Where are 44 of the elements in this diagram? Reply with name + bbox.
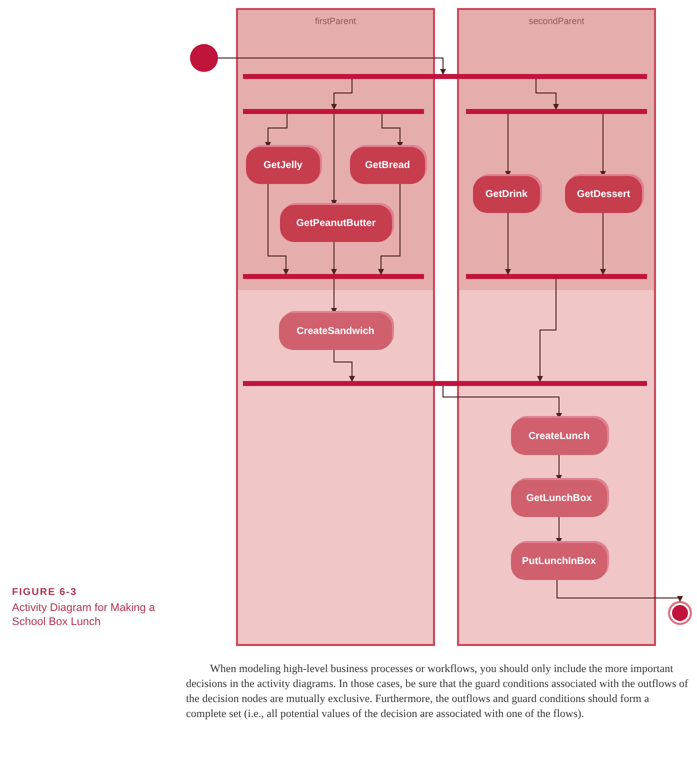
- action-node: GetLunchBox: [511, 480, 607, 517]
- arrow: [442, 386, 562, 419]
- arrow: [218, 58, 446, 75]
- arrow: [556, 454, 562, 481]
- arrow: [537, 278, 556, 382]
- arrow: [331, 242, 337, 275]
- action-node: CreateSandwich: [279, 313, 392, 350]
- fork-join-bar: [466, 274, 647, 279]
- fork-join-bar: [243, 274, 424, 279]
- fork-join-bar: [243, 109, 424, 114]
- arrow: [331, 78, 352, 110]
- arrow: [600, 114, 606, 177]
- arrow: [378, 184, 400, 275]
- action-node: GetDessert: [565, 176, 642, 213]
- arrow: [536, 78, 559, 110]
- arrow: [556, 516, 562, 544]
- arrow: [382, 114, 403, 148]
- action-node: CreateLunch: [511, 418, 607, 455]
- action-node: GetPeanutButter: [280, 205, 392, 242]
- arrow: [600, 212, 606, 275]
- lane-title: secondParent: [528, 16, 586, 26]
- arrow: [505, 212, 511, 275]
- arrow: [265, 114, 288, 148]
- lane-title: firstParent: [314, 16, 357, 26]
- arrow: [331, 114, 337, 206]
- action-node: GetJelly: [246, 147, 320, 184]
- swimlane: [457, 8, 656, 646]
- action-node: GetDrink: [473, 176, 540, 213]
- figure-number: FIGURE 6-3: [12, 587, 78, 598]
- fork-join-bar: [243, 381, 647, 386]
- arrow: [268, 184, 289, 275]
- fork-join-bar: [466, 109, 647, 114]
- action-node: GetBread: [350, 147, 425, 184]
- initial-node: [190, 44, 218, 72]
- arrow: [556, 580, 683, 602]
- final-node: [668, 601, 692, 625]
- action-node: PutLunchInBox: [511, 543, 607, 580]
- figure-caption: Activity Diagram for Making a School Box Lunch: [12, 601, 156, 629]
- arrow: [331, 278, 337, 314]
- arrow: [505, 114, 511, 177]
- fork-join-bar: [243, 74, 647, 79]
- arrow: [334, 350, 355, 382]
- swimlane: [236, 8, 435, 646]
- body-paragraph: When modeling high-level business processes or workflows, you should only include the more important decisions in the activity diagrams. In those cases, be sure that the guard conditions associated with the outflows of the decision nodes are mutually exclusive. Furthermore, the outflows and guard conditions should form a complete set (i.e., all potential values of the decision are associated with one of the flows).: [186, 662, 690, 722]
